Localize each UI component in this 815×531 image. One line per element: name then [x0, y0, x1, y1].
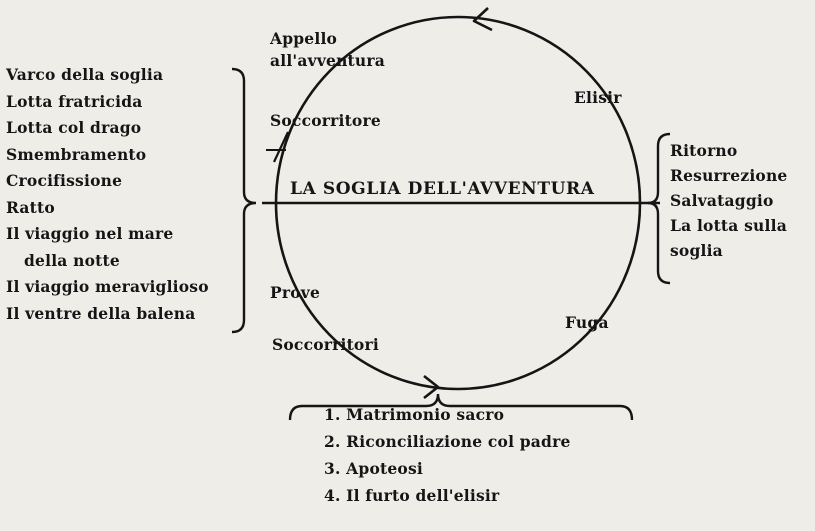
left-list-item: Il viaggio meraviglioso	[6, 277, 209, 296]
arrow-top-icon	[472, 7, 493, 32]
bottom-brace	[288, 393, 634, 421]
right-list-item: La lotta sulla	[670, 216, 787, 235]
left-list-item: Smembramento	[6, 144, 147, 164]
left-list-item: Il ventre della balena	[6, 303, 196, 323]
flight-label: Fuga	[565, 313, 609, 332]
arrow-bottom-icon	[423, 374, 440, 400]
right-list-item: soglia	[670, 241, 723, 260]
right-list: Ritorno Resurrezione Salvataggio La lott…	[670, 138, 788, 263]
left-brace	[231, 67, 257, 334]
trials-label: Prove	[270, 283, 321, 302]
threshold-title: LA SOGLIA DELL'AVVENTURA	[290, 179, 595, 199]
helper-label: Soccorritore	[270, 111, 381, 130]
left-list-item: Ratto	[6, 197, 55, 217]
left-list-item: Il viaggio nel mare	[6, 224, 174, 243]
left-list-item: della notte	[24, 250, 120, 270]
left-list: Varco della soglia Lotta fratricida Lott…	[6, 62, 209, 327]
elixir-label: Elisir	[574, 88, 622, 107]
bottom-list: 1. Matrimonio sacro 2. Riconciliazione c…	[324, 401, 571, 509]
left-list-item: Varco della soglia	[6, 65, 164, 84]
left-list-item: Lotta fratricida	[6, 91, 143, 111]
helper-tick	[273, 131, 289, 163]
bottom-list-item: 4. Il furto dell'elisir	[324, 486, 500, 505]
helpers-label: Soccorritori	[272, 335, 379, 354]
right-list-item: Salvataggio	[670, 191, 774, 210]
bottom-list-item: 1. Matrimonio sacro	[324, 405, 505, 424]
right-list-item: Ritorno	[670, 141, 738, 160]
right-list-item: Resurrezione	[670, 166, 788, 185]
bottom-list-item: 3. Apoteosi	[324, 459, 423, 478]
right-brace	[647, 132, 671, 285]
left-list-item: Crocifissione	[6, 171, 123, 190]
left-list-item: Lotta col drago	[6, 118, 142, 137]
call-to-adventure-label: Appello all'avventura	[270, 29, 385, 70]
bottom-list-item: 2. Riconciliazione col padre	[324, 432, 571, 451]
